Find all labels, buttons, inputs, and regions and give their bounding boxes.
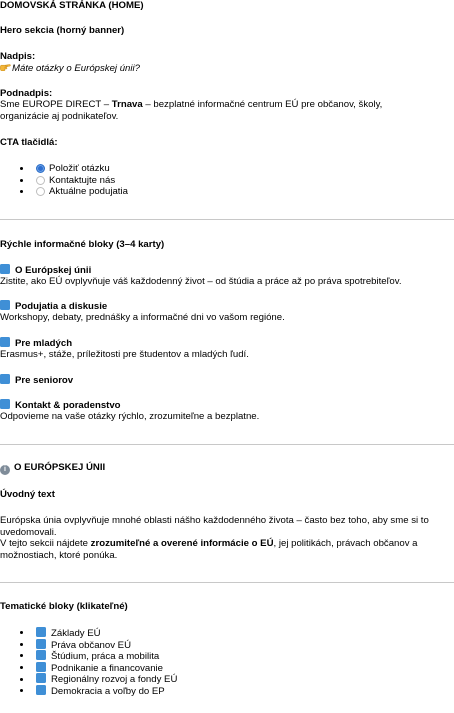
podnadpis-label: Podnadpis: <box>0 88 53 99</box>
topic-label: Demokracia a voľby do EP <box>51 685 165 697</box>
blue-square-icon <box>36 684 46 695</box>
nadpis-line: Máte otázky o Európskej únii? <box>0 62 454 75</box>
card-desc: Odpovieme na vaše otázky rýchlo, zrozumi… <box>0 411 260 422</box>
card-title: Pre seniorov <box>0 374 454 387</box>
eu-p2-pre: V tejto sekcii nájdete <box>0 538 91 549</box>
card-title: Pre mladých <box>0 337 454 350</box>
card-title-text: Pre mladých <box>15 338 73 349</box>
topic-item[interactable]: Podnikanie a financovanie <box>0 661 454 674</box>
eu-p1-line2: uvedomovali. <box>0 527 57 538</box>
blue-square-icon <box>0 337 10 347</box>
podnadpis-bold: Trnava <box>111 99 143 110</box>
topic-item[interactable]: Základy EÚ <box>0 627 454 639</box>
topic-item[interactable]: Demokracia a voľby do EP <box>0 684 454 697</box>
topic-item[interactable]: Regionálny rozvoj a fondy EÚ <box>0 673 454 685</box>
blue-square-icon <box>0 264 10 274</box>
cta-label-item: Kontaktujte nás <box>49 174 116 186</box>
blue-square-icon <box>36 627 46 637</box>
card-title-text: Kontakt & poradenstvo <box>15 400 121 411</box>
podnadpis-pre: Sme EUROPE DIRECT – <box>0 99 112 110</box>
topic-label: Podnikanie a financovanie <box>51 662 164 674</box>
eu-title-text: O EURÓPSKEJ ÚNII <box>14 462 106 473</box>
blue-square-icon <box>36 661 46 672</box>
eu-title: i O EURÓPSKEJ ÚNII <box>0 462 454 475</box>
divider <box>0 219 454 220</box>
card-desc: Zistite, ako EÚ ovplyvňuje váš každodenn… <box>0 276 402 287</box>
divider <box>0 444 454 445</box>
podnadpis-post: – bezplatné informačné centrum EÚ pre ob… <box>142 99 383 110</box>
topic-label: Štúdium, práca a mobilita <box>51 651 160 663</box>
quick-title: Rýchle informačné bloky (3–4 karty) <box>0 239 165 250</box>
blue-square-icon <box>0 399 10 409</box>
cta-item[interactable]: Položiť otázku <box>0 163 454 175</box>
topics-title: Tematické bloky (klikateľné) <box>0 601 128 612</box>
blue-square-icon <box>36 673 46 684</box>
nadpis-text: Máte otázky o Európskej únii? <box>12 63 140 74</box>
card-title: O Európskej únii <box>0 264 454 277</box>
topic-label: Základy EÚ <box>51 628 101 639</box>
topic-item[interactable]: Práva občanov EÚ <box>0 638 454 651</box>
card-desc: Erasmus+, stáže, príležitosti pre študen… <box>0 349 249 360</box>
blue-square-icon <box>36 638 46 649</box>
podnadpis-text: Sme EUROPE DIRECT – Trnava – bezplatné i… <box>0 99 454 111</box>
cta-item[interactable]: Kontaktujte nás <box>0 175 454 187</box>
cta-item[interactable]: Aktuálne podujatia <box>0 186 454 198</box>
nadpis-label: Nadpis: <box>0 51 36 62</box>
eu-p1-line1: Európska únia ovplyvňuje mnohé oblasti n… <box>0 515 429 526</box>
radio-selected-icon[interactable] <box>36 164 45 173</box>
radio-icon[interactable] <box>36 187 45 197</box>
radio-icon[interactable] <box>36 175 45 185</box>
cta-label-item: Položiť otázku <box>49 163 110 174</box>
hero-section-label: Hero sekcia (horný banner) <box>0 25 125 36</box>
blue-square-icon <box>0 374 10 384</box>
page-title: DOMOVSKÁ STRÁNKA (HOME) <box>0 0 144 11</box>
card-title-text: Podujatia a diskusie <box>15 301 108 312</box>
topics-list: Základy EÚ Práva občanov EÚ Štúdium, prá… <box>0 627 454 697</box>
eu-p2-bold: zrozumiteľné a overené informácie o EÚ <box>90 538 274 549</box>
eu-p2-line2: možnostiach, ktoré ponúka. <box>0 550 118 561</box>
topic-label: Práva občanov EÚ <box>51 639 131 651</box>
card-title: Podujatia a diskusie <box>0 300 454 313</box>
topic-item[interactable]: Štúdium, práca a mobilita <box>0 650 454 662</box>
topic-label: Regionálny rozvoj a fondy EÚ <box>51 674 178 686</box>
blue-square-icon <box>36 650 46 661</box>
card-title-text: O Európskej únii <box>15 265 92 276</box>
cta-label-item: Aktuálne podujatia <box>49 186 128 198</box>
blue-square-icon <box>0 300 10 310</box>
cta-label: CTA tlačidlá: <box>0 137 58 148</box>
eu-p2-post: , jej politikách, právach občanov a <box>273 538 418 549</box>
card-title: Kontakt & poradenstvo <box>0 399 454 412</box>
pointing-hand-icon <box>0 62 12 75</box>
divider <box>0 582 454 583</box>
podnadpis-line2: organizácie aj podnikateľov. <box>0 111 119 122</box>
eu-p2-line1: V tejto sekcii nájdete zrozumiteľné a ov… <box>0 538 454 550</box>
card-title-text: Pre seniorov <box>15 375 74 386</box>
intro-label: Úvodný text <box>0 489 55 500</box>
info-icon: i <box>0 465 10 475</box>
card-desc: Workshopy, debaty, prednášky a informačn… <box>0 312 285 323</box>
cta-list: Položiť otázku Kontaktujte nás Aktuálne … <box>0 163 454 198</box>
